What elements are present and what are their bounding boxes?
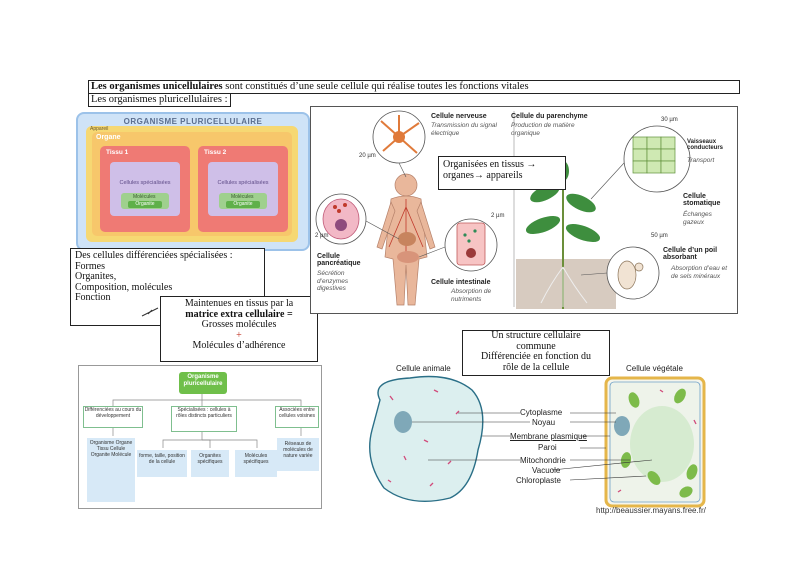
credit-url: http://beaussier.mayans.free.fr/ xyxy=(596,506,706,515)
matrix-line-3: Grosses molécules xyxy=(201,319,277,330)
organized-line-1: Organisées en tissus → xyxy=(443,159,537,170)
cm-leaf-2: forme, taille, position de la cellule xyxy=(137,450,187,477)
pancreas-title: Cellule pancréatique xyxy=(317,253,361,267)
concept-map: Organisme pluricellulaire Différenciées … xyxy=(78,365,322,509)
label-chloroplast: Chloroplaste xyxy=(516,476,561,485)
common-structure-box: Un structure cellulaire commune Différen… xyxy=(462,330,610,376)
cells-box-2: Cellules spécialisées Molécules Organite xyxy=(208,162,278,216)
panel-title: ORGANISME PLURICELLULAIRE xyxy=(123,117,263,126)
cm-leaf-4: Molécules spécifiques xyxy=(235,450,277,477)
label-mitochondria: Mitochondrie xyxy=(520,456,566,465)
organized-line-2: organes→ appareils xyxy=(443,170,523,181)
cm-leaf-1: Organisme Organe Tissu Cellule Organite … xyxy=(87,438,135,502)
diff-item: Organites, xyxy=(75,271,117,282)
cm-branch-2: Spécialisées : cellules à rôles distinct… xyxy=(171,406,237,432)
parenchyma-title: Cellule du parenchyme xyxy=(511,113,588,120)
root-sub: Absorption d’eau et de sels minéraux xyxy=(671,265,728,280)
subtitle-line: Les organismes pluricellulaires : xyxy=(88,93,231,107)
cells-illustration-drawing xyxy=(315,110,691,309)
scale-50: 50 µm xyxy=(651,233,668,239)
scale-30: 30 µm xyxy=(661,117,678,123)
cells-illustration: Cellule nerveuse Transmission du signal … xyxy=(310,106,738,314)
label-wall: Paroi xyxy=(538,443,557,452)
tissue-2-box: Tissu 2 Cellules spécialisées Molécules … xyxy=(198,146,288,232)
organism-hierarchy-panel: ORGANISME PLURICELLULAIRE Appareil Organ… xyxy=(76,112,310,251)
cm-root: Organisme pluricellulaire xyxy=(179,372,227,394)
stoma-title: Cellule stomatique xyxy=(683,193,721,207)
cells-label-1: Cellules spécialisées xyxy=(119,180,171,186)
common-line-1: Un structure cellulaire xyxy=(491,330,581,341)
organite-label-2: Organite xyxy=(226,201,260,208)
nerve-cell-title: Cellule nerveuse xyxy=(431,113,487,120)
common-line-3: Différenciée en fonction du xyxy=(480,351,592,362)
vessels-title: Vaisseaux conducteurs xyxy=(687,139,724,151)
matrix-box: Maintenues en tissus par la matrice extr… xyxy=(160,296,318,362)
matrix-line-2: matrice extra cellulaire = xyxy=(185,308,293,320)
parenchyma-sub: Production de matière organique xyxy=(511,122,575,137)
matrix-plus: + xyxy=(236,329,242,341)
label-vacuole: Vacuole xyxy=(532,466,561,475)
molecules-label-1: Molécules xyxy=(133,194,156,200)
scale-2b: 2 µm xyxy=(491,213,505,219)
molecules-box-1: Molécules Organite xyxy=(121,193,169,209)
plant-cell-title: Cellule végétale xyxy=(626,364,683,373)
cell-diagram-drawing xyxy=(369,375,706,508)
label-cytoplasm: Cytoplasme xyxy=(520,408,563,417)
diff-item: Formes xyxy=(75,260,105,272)
cm-branch-3: Associées entre cellules voisines xyxy=(275,406,319,428)
tissue-1-label: Tissu 1 xyxy=(106,149,129,156)
subtitle-text: Les organismes pluricellulaires : xyxy=(91,94,228,105)
diff-item: Composition, molécules xyxy=(75,281,173,293)
nerve-cell-sub: Transmission du signal électrique xyxy=(431,122,497,137)
concept-map-links xyxy=(112,394,302,448)
title-bold: Les organismes unicellulaires xyxy=(91,81,223,92)
vessels-sub: Transport xyxy=(687,157,715,164)
organized-box: Organisées en tissus → organes→ appareil… xyxy=(438,156,566,190)
intestine-sub: Absorption de nutriments xyxy=(451,288,492,303)
tissue-2-label: Tissu 2 xyxy=(204,149,227,156)
common-line-4: rôle de la cellule xyxy=(502,361,570,373)
diff-heading: Des cellules différenciées spécialisées … xyxy=(75,250,233,261)
root-title: Cellule d’un poil absorbant xyxy=(663,247,718,261)
organe-label: Organe xyxy=(96,134,121,141)
molecules-label-2: Molécules xyxy=(231,194,254,200)
arrow-icon xyxy=(141,307,159,317)
cell-diagram: Cellule animale Cellule végétale Cytopla… xyxy=(360,360,736,520)
matrix-line-1: Maintenues en tissus par la xyxy=(184,298,294,309)
organite-label-1: Organite xyxy=(128,201,162,208)
label-nucleus: Noyau xyxy=(532,418,556,427)
cm-leaf-3: Organites spécifiques xyxy=(191,450,229,477)
scale-2a: 2 µm xyxy=(315,233,329,239)
common-line-2: commune xyxy=(516,340,556,352)
animal-cell-title: Cellule animale xyxy=(396,364,451,373)
tissue-1-box: Tissu 1 Cellules spécialisées Molécules … xyxy=(100,146,190,232)
cells-box-1: Cellules spécialisées Molécules Organite xyxy=(110,162,180,216)
stoma-sub: Échanges gazeux xyxy=(683,211,712,226)
cm-branch-1: Différenciées au cours du développement xyxy=(83,406,143,428)
molecules-box-2: Molécules Organite xyxy=(219,193,267,209)
cells-label-2: Cellules spécialisées xyxy=(217,180,269,186)
matrix-line-4: Molécules d’adhérence xyxy=(192,340,286,351)
appareil-label: Appareil xyxy=(90,126,109,132)
title-rest: sont constitués d’une seule cellule qui … xyxy=(222,81,529,92)
scale-20: 20 µm xyxy=(359,153,376,159)
cm-leaf-5: Réseaux de molécules de nature variée xyxy=(277,438,319,471)
title-line: Les organismes unicellulaires sont const… xyxy=(88,80,740,94)
pancreas-sub: Sécrétion d’enzymes digestives xyxy=(317,270,349,292)
label-membrane: Membrane plasmique xyxy=(510,432,587,441)
intestine-title: Cellule intestinale xyxy=(431,279,491,286)
diff-item: Fonction xyxy=(75,292,111,303)
